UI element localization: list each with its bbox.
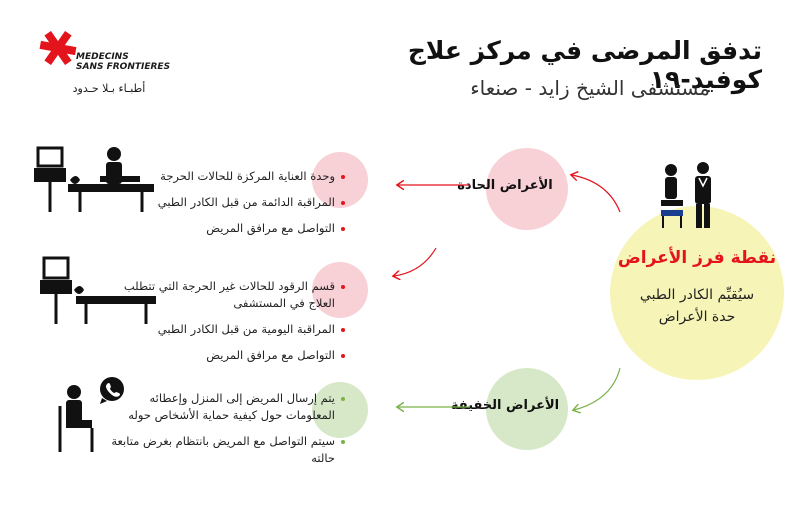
list-item: التواصل مع مرافق المريض xyxy=(115,347,345,364)
logo-text: MEDECINS SANS FRONTIERES xyxy=(76,52,171,72)
ward-bed-icon xyxy=(40,256,156,324)
list-item: التواصل مع مرافق المريض xyxy=(125,220,345,237)
list-item: يتم إرسال المريض إلى المنزل وإعطائه المع… xyxy=(105,390,345,424)
moderate-details: قسم الرقود للحالات غير الحرجة التي تتطلب… xyxy=(115,278,345,373)
msf-logo-icon xyxy=(39,30,77,66)
arrow-triage-to-severe xyxy=(572,175,621,213)
list-item: المراقبة اليومية من قبل الكادر الطبي xyxy=(115,321,345,338)
doctor-patient-icon xyxy=(661,162,711,228)
triage-title: نقطة فرز الأعراض xyxy=(617,248,777,268)
arrow-triage-to-mild xyxy=(574,367,621,410)
mild-label: الأعراض الخفيفة xyxy=(450,398,560,413)
arrow-severe-to-ward xyxy=(394,247,437,276)
triage-node xyxy=(610,206,784,380)
severe-node xyxy=(486,148,568,230)
severe-label: الأعراض الحادة xyxy=(457,178,553,193)
list-item: قسم الرقود للحالات غير الحرجة التي تتطلب… xyxy=(115,278,345,312)
phone-call-icon xyxy=(100,377,124,404)
mild-bullet-circle xyxy=(312,382,368,438)
page-subtitle: مستشفى الشيخ زايد - صنعاء xyxy=(470,76,710,100)
logo-arabic-text: أطبـاء بـلا حـدود xyxy=(72,82,146,95)
seated-patient-icon xyxy=(58,385,94,452)
mild-node xyxy=(486,368,568,450)
page-title: تدفق المرضى في مركز علاج كوفيد-١٩ xyxy=(407,36,762,94)
mild-details: يتم إرسال المريض إلى المنزل وإعطائه المع… xyxy=(105,390,345,476)
severe-bullet-circle xyxy=(312,152,368,208)
icu-bed-icon xyxy=(34,146,154,212)
triage-description: سيُقيِّم الكادر الطبي حدة الأعراض xyxy=(639,287,755,325)
moderate-bullet-circle xyxy=(312,262,368,318)
list-item: وحدة العناية المركزة للحالات الحرجة xyxy=(125,168,345,185)
list-item: سيتم التواصل مع المريض بانتظام بغرض متاب… xyxy=(105,433,345,467)
list-item: المراقبة الدائمة من قبل الكادر الطبي xyxy=(125,194,345,211)
severe-details: وحدة العناية المركزة للحالات الحرجة المر… xyxy=(125,168,345,246)
